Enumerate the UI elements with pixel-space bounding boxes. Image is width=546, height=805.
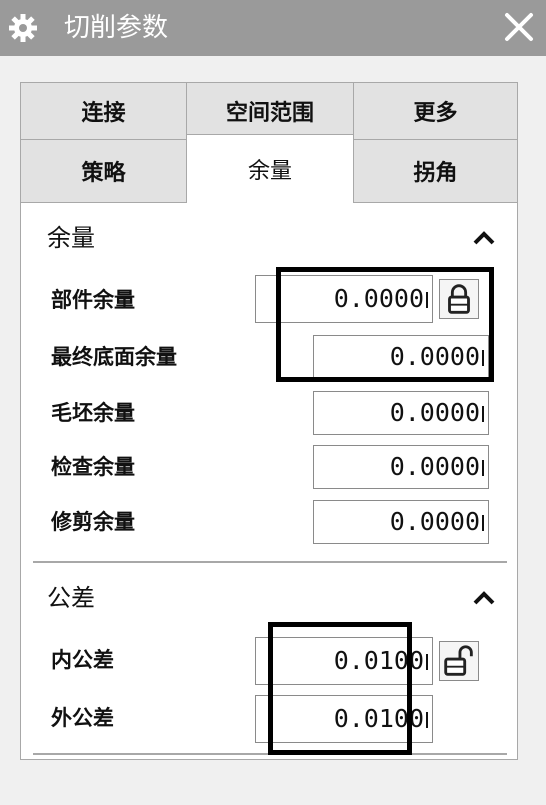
tab-label: 余量 [247,159,292,184]
tab-label: 空间范围 [225,101,314,126]
close-icon[interactable] [498,6,540,48]
tab-label: 拐角 [413,161,458,186]
outer-tolerance-input[interactable]: 0.0100 [255,695,433,743]
chevron-up-icon[interactable] [473,231,495,245]
tolerance-section-title: 公差 [47,584,95,612]
floor-stock-input[interactable]: 0.0000 [313,335,489,379]
tab-spatial-range[interactable]: 空间范围 [186,82,354,140]
part-stock-value: 0.0000 [333,284,424,313]
section-divider [33,561,507,563]
chevron-up-icon[interactable] [473,591,495,605]
floor-stock-label: 最终底面余量 [51,345,177,369]
tab-label: 策略 [81,161,126,186]
gear-icon [9,14,37,42]
part-stock-input[interactable]: 0.0000 [255,275,433,323]
tab-label: 更多 [413,101,458,126]
lock-open-icon [444,645,473,676]
blank-stock-value: 0.0000 [389,398,480,427]
inner-tolerance-label: 内公差 [51,648,114,672]
outer-tolerance-label: 外公差 [51,706,114,730]
trim-stock-label: 修剪余量 [51,510,135,534]
part-stock-label: 部件余量 [51,288,135,312]
blank-stock-label: 毛坯余量 [51,401,135,425]
check-stock-label: 检查余量 [51,455,135,479]
tab-corners[interactable]: 拐角 [353,139,518,203]
stock-section-title: 余量 [47,224,95,252]
section-divider [33,753,507,755]
check-stock-input[interactable]: 0.0000 [313,445,489,489]
trim-stock-value: 0.0000 [389,507,480,536]
stock-lock-button[interactable] [439,279,479,319]
tab-strategy[interactable]: 策略 [20,139,187,203]
tab-stock[interactable]: 余量 [186,134,354,203]
lock-closed-icon [448,284,470,314]
tab-connect[interactable]: 连接 [20,82,187,140]
tab-content-panel: 余量 部件余量 0.0000 最终底面余量 0.0000 毛坯余量 0.0000… [20,202,518,760]
check-stock-value: 0.0000 [389,452,480,481]
floor-stock-value: 0.0000 [389,342,480,371]
dialog-title: 切削参数 [64,13,169,43]
trim-stock-input[interactable]: 0.0000 [313,500,489,544]
tab-label: 连接 [81,101,126,126]
inner-tolerance-input[interactable]: 0.0100 [255,637,433,685]
blank-stock-input[interactable]: 0.0000 [313,391,489,435]
inner-tolerance-value: 0.0100 [333,646,424,675]
tolerance-lock-button[interactable] [439,641,479,681]
title-bar: 切削参数 [0,0,546,56]
outer-tolerance-value: 0.0100 [333,704,424,733]
tab-more[interactable]: 更多 [353,82,518,140]
